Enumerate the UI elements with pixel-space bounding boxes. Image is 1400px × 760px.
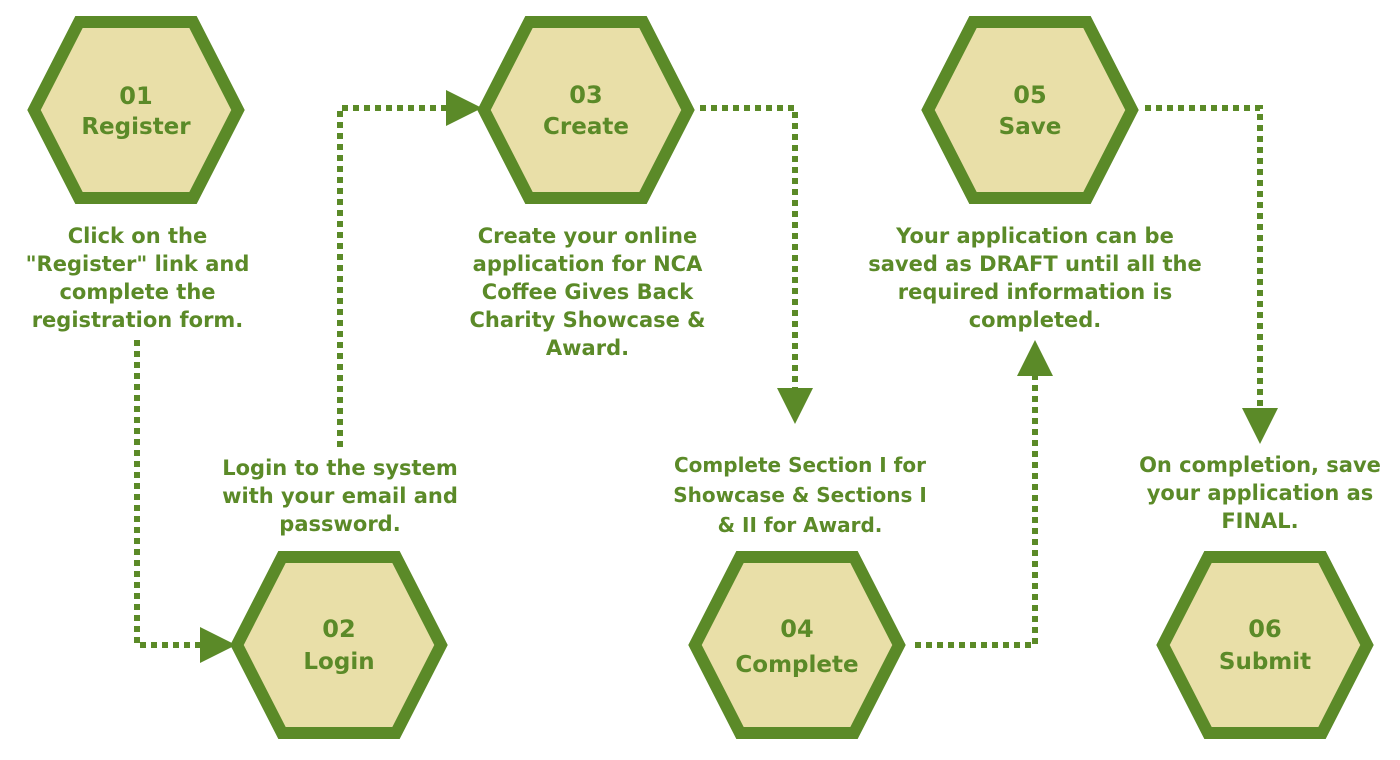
step-number: 05 [1013, 81, 1046, 109]
step-description-05: Your application can be saved as DRAFT u… [868, 224, 1202, 332]
step-title: Complete [735, 652, 858, 678]
step-description-02: Login to the system with your email and … [222, 456, 458, 536]
step-description-01: Click on the "Register" link and complet… [25, 224, 250, 332]
step-description-06: On completion, save your application as … [1139, 453, 1381, 533]
connector-login-to-create [337, 90, 482, 447]
step-number: 03 [569, 81, 602, 109]
connector-register-to-login [134, 340, 236, 663]
hexagon-shape [1156, 551, 1374, 739]
step-title: Submit [1219, 649, 1311, 675]
hexagon-shape [27, 16, 245, 204]
step-hexagon-04: 04 Complete [688, 551, 906, 739]
hexagon-shape [230, 551, 448, 739]
step-hexagon-01: 01 Register [27, 16, 245, 204]
step-hexagon-06: 06 Submit [1156, 551, 1374, 739]
step-title: Create [543, 114, 629, 140]
connector-create-to-complete [700, 105, 813, 424]
step-description-03: Create your online application for NCA C… [469, 224, 706, 360]
hexagon-shape [921, 16, 1139, 204]
step-hexagon-03: 03 Create [477, 16, 695, 204]
step-number: 01 [119, 82, 152, 110]
step-hexagon-05: 05 Save [921, 16, 1139, 204]
hexagon-shape [688, 551, 906, 739]
step-title: Save [999, 114, 1062, 140]
step-title: Register [81, 114, 191, 140]
step-number: 06 [1248, 615, 1281, 643]
step-description-04: Complete Section I for Showcase & Sectio… [673, 453, 927, 537]
connector-save-to-submit [1145, 105, 1278, 444]
hexagon-shape [477, 16, 695, 204]
step-number: 04 [780, 615, 813, 643]
step-title: Login [303, 649, 374, 675]
step-number: 02 [322, 615, 355, 643]
step-hexagon-02: 02 Login [230, 551, 448, 739]
